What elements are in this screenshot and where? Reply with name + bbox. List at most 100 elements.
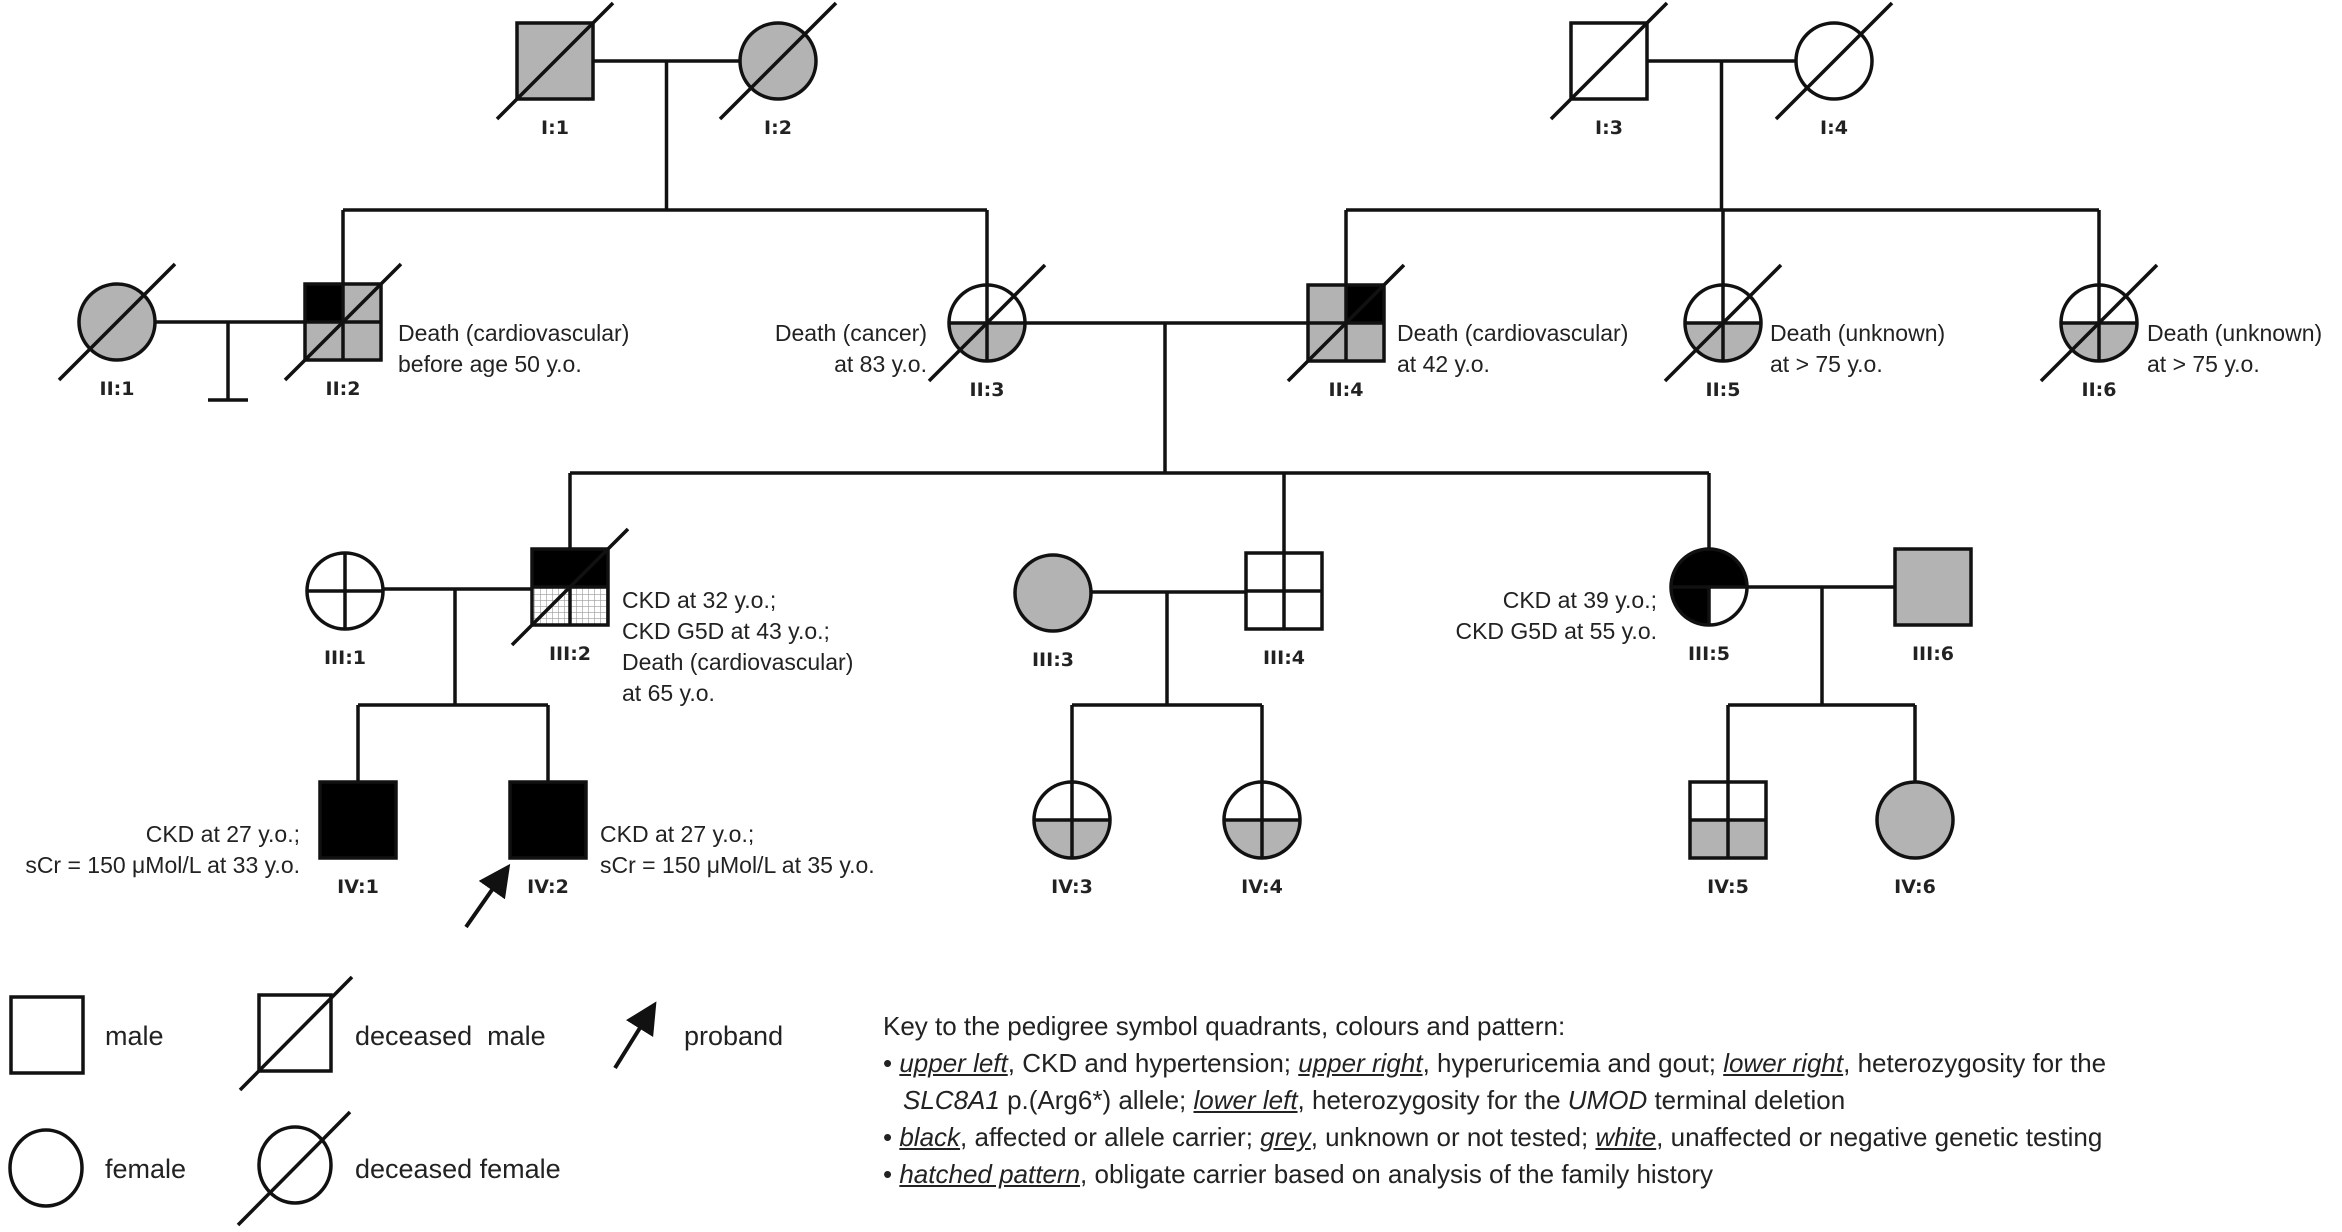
female-symbol xyxy=(1669,547,1749,627)
individual-III-5[interactable]: III:5 xyxy=(1669,547,1749,665)
individual-IV-4[interactable]: IV:4 xyxy=(1222,780,1302,898)
clinical-note: Death (cardiovascular) xyxy=(1397,320,1628,346)
individual-III-6[interactable]: III:6 xyxy=(1893,547,1973,665)
individual-id-label: II:3 xyxy=(970,379,1005,401)
quadrant-lr xyxy=(343,322,381,360)
individual-id-label: III:5 xyxy=(1688,643,1730,665)
quadrant-ll xyxy=(1895,587,1933,625)
individual-id-label: II:1 xyxy=(100,378,135,400)
key-text: , hyperuricemia and gout; xyxy=(1422,1048,1724,1078)
clinical-note: at > 75 y.o. xyxy=(1770,351,1883,377)
legend-deceased-male-label: deceased male xyxy=(355,1021,546,1051)
quadrant-lr xyxy=(358,820,396,858)
clinical-note: CKD G5D at 43 y.o.; xyxy=(622,618,830,644)
key-text: , unknown or not tested; xyxy=(1310,1122,1596,1152)
key-title: Key to the pedigree symbol quadrants, co… xyxy=(883,1011,1566,1041)
quadrant-lr xyxy=(548,820,586,858)
individual-IV-5[interactable]: IV:5 xyxy=(1688,780,1768,898)
female-symbol xyxy=(738,21,818,101)
female-symbol xyxy=(947,283,1027,363)
individual-II-1[interactable]: II:1 xyxy=(57,262,177,400)
individual-id-label: II:5 xyxy=(1706,379,1741,401)
individual-I-3[interactable]: I:3 xyxy=(1549,1,1669,139)
key-term-lower-left: lower left xyxy=(1193,1085,1298,1115)
male-symbol xyxy=(318,780,398,860)
individual-I-4[interactable]: I:4 xyxy=(1774,1,1894,139)
quadrant-ur xyxy=(1933,549,1971,587)
individual-I-2[interactable]: I:2 xyxy=(718,1,838,139)
key-term-lower-right: lower right xyxy=(1723,1048,1844,1078)
individual-II-5[interactable]: II:5 xyxy=(1663,263,1783,401)
clinical-note: Death (cardiovascular) xyxy=(398,320,629,346)
gene-umod: UMOD xyxy=(1567,1085,1648,1115)
quadrant-lr xyxy=(1609,61,1647,99)
individual-id-label: IV:1 xyxy=(337,876,379,898)
individual-IV-2[interactable]: IV:2 xyxy=(464,780,588,929)
quadrants xyxy=(1690,782,1766,858)
deceased-slash-icon xyxy=(1549,1,1669,121)
quadrant-ul xyxy=(510,782,548,820)
individual-IV-3[interactable]: IV:3 xyxy=(1032,780,1112,898)
quadrant-lr xyxy=(1284,591,1322,629)
individual-id-label: III:4 xyxy=(1263,647,1305,669)
individual-II-3[interactable]: II:3 xyxy=(927,263,1047,401)
key-term-hatched: hatched pattern xyxy=(899,1159,1081,1189)
individual-IV-6[interactable]: IV:6 xyxy=(1875,780,1955,898)
individual-III-1[interactable]: III:1 xyxy=(305,551,385,669)
individual-II-2[interactable]: II:2 xyxy=(283,262,403,400)
gene-slc8a1: SLC8A1 xyxy=(903,1085,1000,1115)
individual-II-6[interactable]: II:6 xyxy=(2039,263,2159,401)
individual-II-4[interactable]: II:4 xyxy=(1286,263,1406,401)
male-symbol xyxy=(303,282,383,362)
clinical-note: CKD at 27 y.o.; xyxy=(146,821,300,847)
quadrant-ur xyxy=(358,782,396,820)
individual-id-label: III:3 xyxy=(1032,649,1074,671)
quadrant-ll xyxy=(1690,820,1728,858)
individual-id-label: I:1 xyxy=(541,117,569,139)
deceased-slash-icon xyxy=(510,527,630,647)
key-text: , obligate carrier based on analysis of … xyxy=(1080,1159,1714,1189)
quadrant-ul xyxy=(1895,549,1933,587)
deceased-slash-icon xyxy=(283,262,403,382)
legend-female-symbol xyxy=(8,1128,84,1208)
individual-III-4[interactable]: III:4 xyxy=(1244,551,1324,669)
key-term-upper-left: upper left xyxy=(899,1048,1008,1078)
legend-deceased-female-label: deceased female xyxy=(355,1154,561,1184)
quadrants xyxy=(510,782,586,858)
annotations: Death (cardiovascular) before age 50 y.o.… xyxy=(25,320,2322,878)
key-text: terminal deletion xyxy=(1647,1085,1846,1115)
male-symbol xyxy=(1569,21,1649,101)
clinical-note: Death (cardiovascular) xyxy=(622,649,853,675)
quadrant-lr xyxy=(570,587,608,625)
male-symbol xyxy=(515,21,595,101)
individual-id-label: IV:5 xyxy=(1707,876,1749,898)
clinical-note: before age 50 y.o. xyxy=(398,351,582,377)
legend: male deceased male proband female deceas… xyxy=(8,975,783,1227)
quadrant-ll xyxy=(510,820,548,858)
individual-III-2[interactable]: III:2 xyxy=(510,527,630,665)
deceased-slash-icon xyxy=(495,1,615,121)
deceased-slash-icon xyxy=(718,1,838,121)
female-symbol xyxy=(1794,21,1874,101)
individual-IV-1[interactable]: IV:1 xyxy=(318,780,398,898)
deceased-slash-icon xyxy=(1774,1,1894,121)
quadrant-ul xyxy=(1308,285,1346,323)
deceased-slash-icon xyxy=(2039,263,2159,383)
legend-female-label: female xyxy=(105,1154,186,1184)
quadrant-lr xyxy=(1933,587,1971,625)
key-term-black: black xyxy=(899,1122,961,1152)
key-text: p.(Arg6*) allele; xyxy=(999,1085,1194,1115)
symbol-key: Key to the pedigree symbol quadrants, co… xyxy=(883,1008,2323,1193)
individual-id-label: IV:2 xyxy=(527,876,569,898)
quadrants xyxy=(1246,553,1322,629)
clinical-note: Death (unknown) xyxy=(2147,320,2322,346)
individual-id-label: I:4 xyxy=(1820,117,1848,139)
quadrant-lr xyxy=(1728,820,1766,858)
female-symbol xyxy=(1013,553,1093,633)
deceased-slash-icon xyxy=(238,975,354,1092)
quadrant-ur xyxy=(1284,553,1322,591)
key-bullet-pattern: • hatched pattern, obligate carrier base… xyxy=(883,1156,2323,1193)
individual-III-3[interactable]: III:3 xyxy=(1013,553,1093,671)
individual-I-1[interactable]: I:1 xyxy=(495,1,615,139)
